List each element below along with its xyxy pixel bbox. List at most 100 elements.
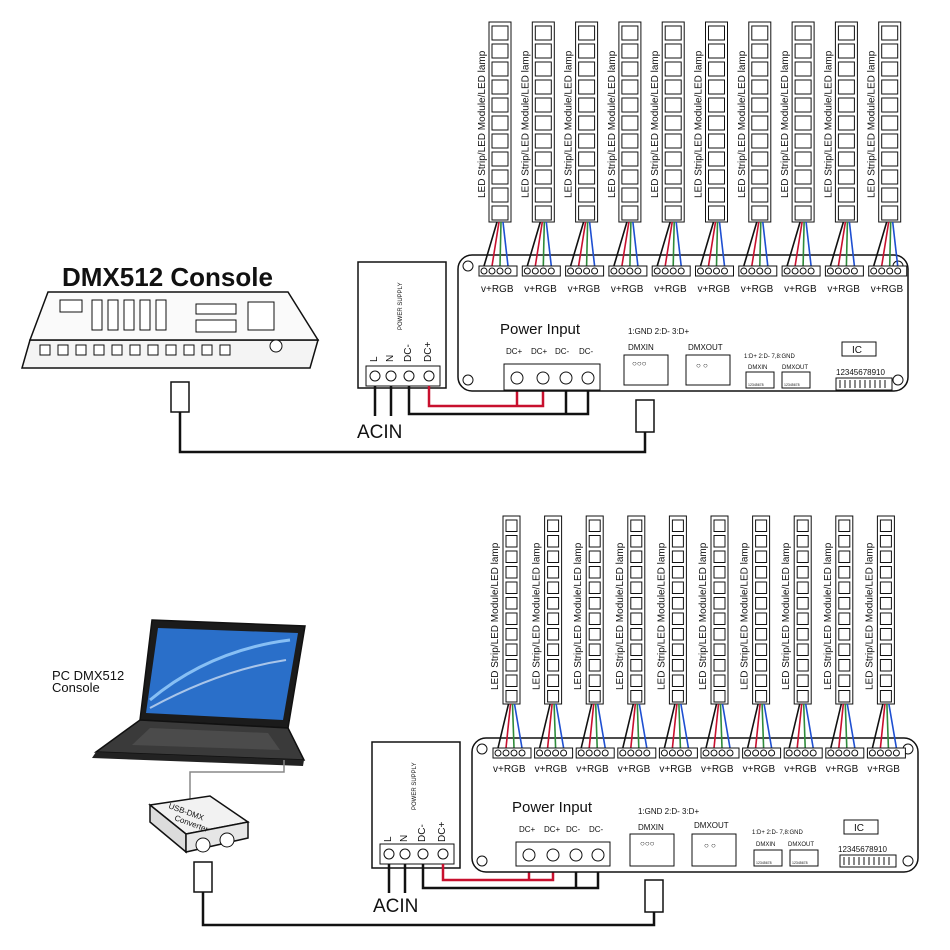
rj45-out-label: DMXOUT — [788, 842, 814, 848]
usb-cable — [189, 760, 285, 800]
led-cell — [708, 79, 725, 95]
ic-chip — [843, 819, 879, 835]
led-cell — [588, 659, 601, 672]
led-cell — [664, 79, 682, 95]
led-cell — [578, 97, 596, 113]
led-cell — [621, 187, 639, 203]
led-cell — [796, 628, 809, 641]
channel-label: v+RGB — [867, 764, 900, 775]
rgb-wire — [788, 703, 801, 749]
strip-label: LED Strip/LED Module/LED lamp — [656, 542, 667, 690]
terminal-screw — [768, 749, 776, 757]
rgb-wire — [762, 221, 769, 267]
rgb-wire — [630, 703, 637, 749]
led-cell — [796, 674, 809, 687]
led-cell — [664, 187, 682, 203]
led-cell — [621, 205, 639, 221]
terminal-screw — [842, 267, 850, 275]
led-cell — [578, 133, 596, 149]
rgb-wire — [871, 703, 884, 749]
ic-chip — [841, 341, 877, 357]
led-cell — [547, 674, 560, 687]
rgb-wire — [613, 221, 628, 267]
rgb-wire — [585, 221, 589, 267]
led-cell — [879, 597, 892, 610]
led-cell — [796, 643, 809, 656]
led-cell — [708, 205, 725, 221]
rgb-wire — [553, 703, 557, 749]
led-cell — [664, 169, 682, 185]
led-cell — [713, 581, 726, 594]
psu-terminal-screws — [369, 370, 435, 382]
led-cell — [879, 643, 892, 656]
led-cell — [838, 690, 851, 703]
led-cell — [578, 169, 596, 185]
strip-label: LED Strip/LED Module/LED lamp — [564, 50, 575, 198]
rj45-in-label: DMXIN — [748, 365, 767, 371]
rgb-wire — [569, 221, 585, 267]
led-cell — [491, 43, 509, 59]
led-cell — [547, 643, 560, 656]
strip-label: LED Strip/LED Module/LED lamp — [607, 50, 618, 198]
rgb-wire — [879, 703, 886, 749]
rgb-wire — [888, 221, 892, 267]
led-cell — [630, 643, 643, 656]
channel-label: v+RGB — [784, 284, 817, 295]
rgb-wire — [888, 703, 898, 749]
rgb-wire — [621, 221, 630, 267]
led-cell — [534, 133, 552, 149]
led-cell — [547, 659, 560, 672]
led-cell — [671, 643, 684, 656]
rgb-wire — [497, 703, 510, 749]
led-cell — [664, 115, 682, 131]
led-cell — [881, 169, 899, 185]
led-cell — [578, 61, 596, 77]
led-cell — [796, 597, 809, 610]
led-cell — [796, 581, 809, 594]
dmx-cable — [170, 381, 655, 454]
led-cell — [708, 169, 725, 185]
usb-dmx-converter: USB-DMX Converter — [148, 795, 250, 854]
led-cell — [578, 43, 596, 59]
terminal-screw — [635, 749, 643, 757]
led-cell — [671, 519, 684, 532]
terminal-screw — [764, 267, 772, 275]
power-supply-bottom: POWER SUPPLY L N DC- DC+ ACIN — [371, 741, 461, 917]
rgb-wire — [763, 703, 773, 749]
rgb-wire — [719, 703, 723, 749]
led-cell — [505, 643, 518, 656]
terminal-screw — [480, 267, 488, 275]
led-cell — [755, 535, 768, 548]
rgb-wire — [794, 221, 803, 267]
led-cell — [588, 674, 601, 687]
led-cell — [881, 205, 899, 221]
rgb-wire — [886, 703, 890, 749]
led-cell — [621, 97, 639, 113]
terminal-screw — [886, 267, 894, 275]
led-cell — [588, 643, 601, 656]
led-cell — [621, 61, 639, 77]
led-cell — [505, 566, 518, 579]
led-cell — [713, 597, 726, 610]
led-cell — [664, 97, 682, 113]
led-cell — [578, 79, 596, 95]
bottom-section: PC DMX512 Console USB-DMX Converter POWE… — [52, 515, 919, 927]
led-cell — [713, 643, 726, 656]
led-cell — [794, 133, 812, 149]
led-cell — [837, 25, 855, 41]
led-cell — [755, 628, 768, 641]
terminal-screw — [504, 267, 512, 275]
led-cell — [708, 133, 725, 149]
acin-label: ACIN — [357, 422, 402, 443]
led-cell — [794, 169, 812, 185]
psu-terminal-dc-minus: DC- — [403, 344, 414, 362]
led-cell — [837, 115, 855, 131]
led-cell — [713, 612, 726, 625]
channel-label: v+RGB — [827, 284, 860, 295]
led-cell — [755, 659, 768, 672]
led-cell — [491, 115, 509, 131]
channel-label: v+RGB — [659, 764, 692, 775]
dip-label: 12345678910 — [836, 368, 885, 377]
terminal-screw — [560, 749, 568, 757]
led-cell — [671, 550, 684, 563]
